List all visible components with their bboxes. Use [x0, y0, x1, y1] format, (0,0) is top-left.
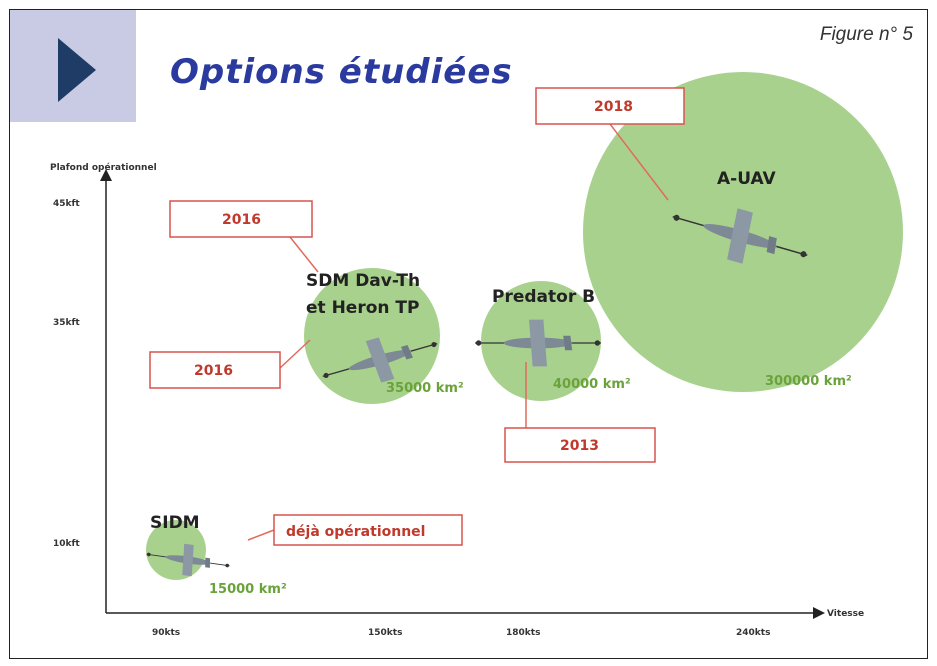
figure-caption: Figure n° 5 [819, 24, 913, 45]
x-tick-label: 90kts [152, 628, 180, 638]
bubble-sdm-heron [304, 268, 440, 404]
play-triangle-icon [58, 38, 96, 102]
bubble-label-predator-b: Predator B [492, 287, 595, 307]
y-tick-label: 10kft [53, 539, 80, 549]
y-tick-label: 45kft [53, 199, 80, 209]
area-label-sdm-heron: 35000 km² [386, 381, 464, 396]
x-tick-label: 150kts [368, 628, 402, 638]
year-tag-box [504, 427, 656, 463]
year-tag-a-uav: 2018 [594, 99, 633, 115]
bubble-label-sdm-line2: et Heron TP [306, 298, 419, 318]
year-tag-predator-b: 2013 [560, 438, 599, 454]
year-tag-sdm-heron: 2016 [194, 363, 233, 379]
figure-frame: Options étudiées Figure n° 5 Plafond opé… [9, 9, 928, 659]
leader-line [289, 236, 319, 273]
area-label-sidm: 15000 km² [209, 582, 287, 597]
year-tag-sidm: déjà opérationnel [286, 524, 425, 540]
bubble-label-sdm-line1: SDM Dav-Th [306, 271, 420, 291]
area-label-a-uav: 300000 km² [765, 374, 852, 389]
year-tag-sdm-heron: 2016 [222, 212, 261, 228]
y-axis-title: Plafond opérationnel [50, 162, 157, 173]
y-tick-label: 35kft [53, 318, 80, 328]
leader-line [247, 529, 275, 541]
area-label-predator-b: 40000 km² [553, 377, 631, 392]
x-tick-label: 240kts [736, 628, 770, 638]
x-axis-title: Vitesse [827, 609, 864, 619]
x-tick-label: 180kts [506, 628, 540, 638]
year-tag-box [535, 87, 685, 125]
year-tag-box [169, 200, 313, 238]
header-band [10, 10, 136, 122]
year-tag-box [149, 351, 281, 389]
bubble-label-sidm: SIDM [150, 513, 200, 533]
page-title: Options étudiées [170, 52, 513, 92]
year-tag-box [273, 514, 463, 546]
bubble-chart: Plafond opérationnel Vitesse 45kft 35kft… [50, 72, 903, 638]
leader-line [609, 123, 669, 201]
leader-line [279, 339, 311, 369]
bubble-label-a-uav: A-UAV [717, 169, 776, 189]
